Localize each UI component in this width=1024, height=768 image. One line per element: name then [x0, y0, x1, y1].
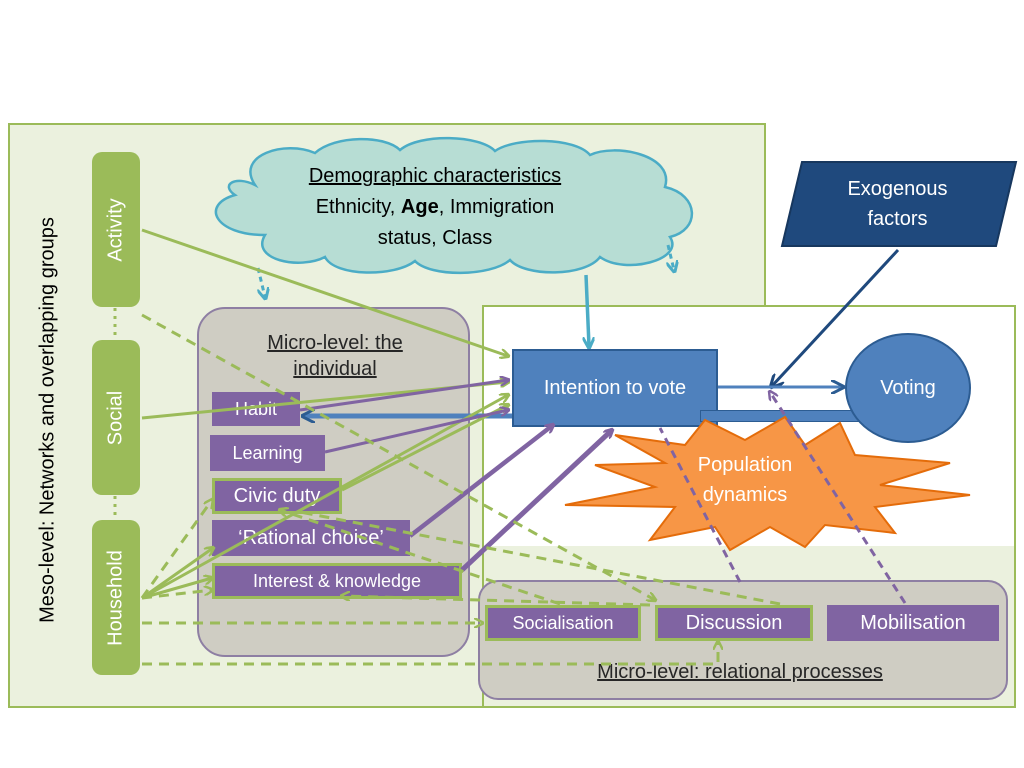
item-discussion-label: Discussion — [685, 611, 783, 634]
item-habit-label: Habit — [234, 398, 278, 419]
cloud-line1: Ethnicity, Age, Immigration — [315, 196, 555, 218]
habit-to-intention-arrow — [299, 380, 508, 412]
socialisation-to-civic-arrow — [280, 510, 561, 606]
learning-to-intention-arrow — [324, 410, 508, 454]
item-mobilisation: Mobilisation — [827, 605, 999, 641]
item-mobilisation-label: Mobilisation — [860, 611, 966, 634]
exogenous-label: Exogenous factors — [805, 172, 990, 236]
household-to-interest-arrow — [141, 578, 212, 600]
cloud-text: Demographic characteristics Ethnicity, A… — [255, 160, 615, 255]
item-learning-label: Learning — [232, 442, 303, 463]
household-to-discussion-arrow — [142, 642, 718, 666]
exogenous-line1: Exogenous — [847, 178, 948, 200]
cloud-arrow-intention — [586, 274, 589, 346]
item-discussion: Discussion — [655, 605, 813, 641]
household-to-civic-arrow — [140, 500, 212, 599]
group-household: Household — [92, 520, 140, 675]
mobilisation-to-voting-arrow — [770, 392, 907, 604]
intention-to-vote-label: Intention to vote — [543, 376, 687, 399]
population-dynamics-label: Population dynamics — [680, 450, 810, 510]
activity-to-intention-arrow — [141, 228, 508, 356]
voting-circle: Voting — [845, 333, 971, 443]
civic-duty-to-intention-arrow — [341, 405, 508, 492]
item-learning: Learning — [210, 435, 325, 471]
activity-to-discussion-arrow — [141, 313, 655, 600]
micro-individual-title-line2: individual — [293, 358, 377, 380]
micro-individual-title: Micro-level: the individual — [230, 330, 440, 382]
discussion-to-interest-arrow — [342, 596, 651, 607]
micro-individual-title-line1: Micro-level: the — [267, 332, 403, 354]
exogenous-shape — [780, 161, 1018, 247]
population-dynamics-shape — [564, 415, 971, 552]
rational-to-intention-arrow — [408, 425, 553, 538]
cloud-shape — [214, 136, 694, 275]
cloud-arrow-individual — [256, 267, 265, 297]
item-socialisation: Socialisation — [485, 605, 641, 641]
item-socialisation-label: Socialisation — [512, 612, 614, 633]
discussion-to-civic-line — [299, 510, 781, 606]
cloud-title: Demographic characteristics — [308, 165, 562, 187]
household-to-intention-arrow — [141, 395, 508, 600]
group-activity: Activity — [92, 152, 140, 307]
item-civic-duty-label: Civic duty — [233, 484, 321, 507]
micro-relational-title: Micro-level: relational processes — [597, 661, 883, 683]
exogenous-arrow — [772, 248, 900, 386]
cloud-line2: status, Class — [377, 227, 493, 249]
household-to-rational-arrow — [141, 548, 213, 600]
interest-to-intention-arrow — [460, 430, 612, 572]
discussion-dashed-line — [658, 427, 742, 583]
exogenous-line2: factors — [867, 208, 928, 230]
intention-to-vote-box: Intention to vote — [512, 349, 718, 427]
cloud-arrow-dynamics — [668, 244, 674, 270]
population-line2: dynamics — [702, 484, 788, 506]
household-to-interest-dashed-arrow — [141, 590, 212, 600]
group-social: Social — [92, 340, 140, 495]
voting-label: Voting — [880, 376, 936, 399]
population-line1: Population — [697, 454, 793, 476]
item-interest-knowledge-label: Interest & knowledge — [252, 570, 422, 591]
